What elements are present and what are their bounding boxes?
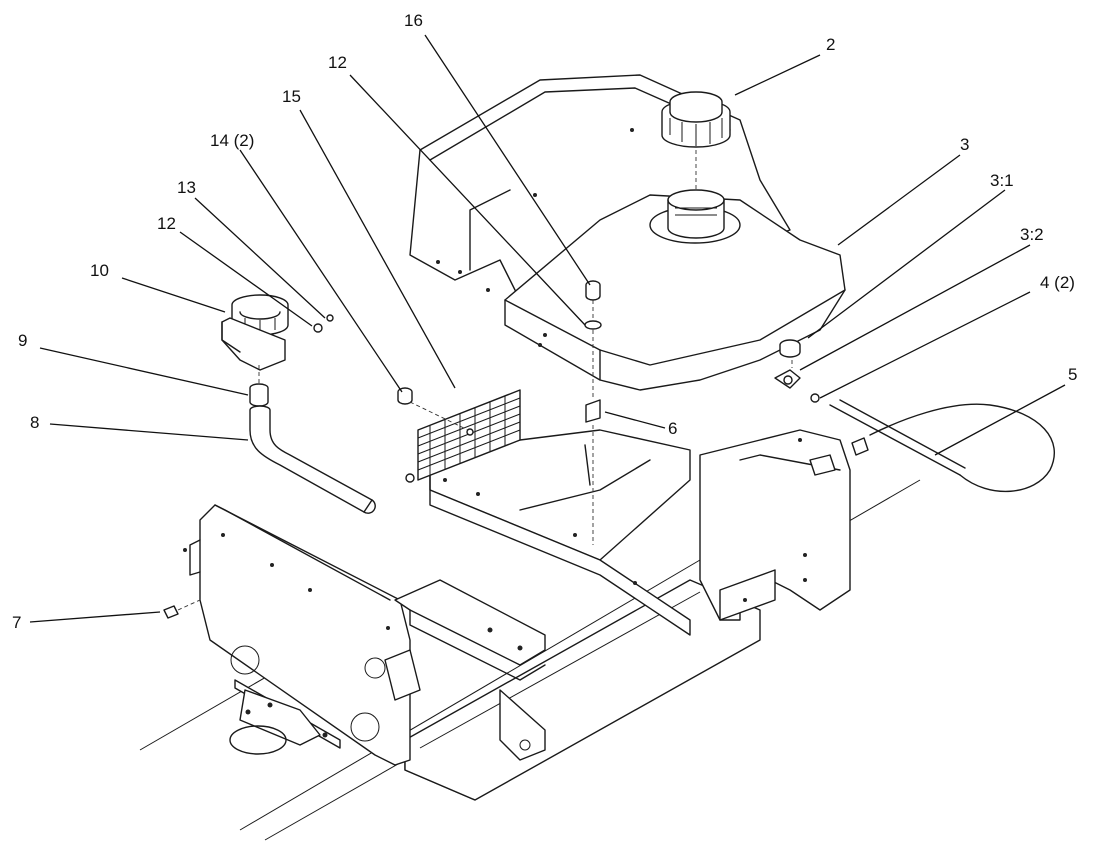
callout-labels: 16 2 12 15 14 (2) 3 13 3:1 12 3:2 10 4 (… xyxy=(12,11,1077,632)
tank-fittings xyxy=(774,339,820,403)
fuel-line xyxy=(809,399,1055,493)
callout-6: 6 xyxy=(668,419,677,438)
cross-brace-plate xyxy=(394,579,546,681)
callout-13: 13 xyxy=(177,178,196,197)
callout-3_2: 3:2 xyxy=(1020,225,1044,244)
callout-16: 16 xyxy=(404,11,423,30)
leader-10 xyxy=(121,277,226,313)
callout-3_1: 3:1 xyxy=(990,171,1014,190)
callout-12a: 12 xyxy=(328,53,347,72)
leader-16 xyxy=(424,34,591,286)
leader-9 xyxy=(39,347,249,396)
leader-15 xyxy=(299,109,456,389)
callout-15: 15 xyxy=(282,87,301,106)
callout-12b: 12 xyxy=(157,214,176,233)
leader-7 xyxy=(29,611,161,623)
oil-filler-assembly xyxy=(221,294,376,514)
callout-10: 10 xyxy=(90,261,109,280)
leader-4 xyxy=(819,291,1031,399)
leader-6 xyxy=(604,411,666,429)
leader-13 xyxy=(194,197,326,319)
fuel-cap xyxy=(661,91,731,190)
callout-4: 4 (2) xyxy=(1040,273,1075,292)
screen-grille xyxy=(397,387,521,483)
leader-3_2 xyxy=(799,244,1031,371)
leader-5 xyxy=(934,384,1066,456)
leader-12a xyxy=(349,74,586,326)
leader-3 xyxy=(837,154,961,246)
callout-5: 5 xyxy=(1068,365,1077,384)
leader-14 xyxy=(239,149,403,393)
tank-strap xyxy=(584,330,601,545)
floor-plate xyxy=(229,689,328,755)
callout-7: 7 xyxy=(12,613,21,632)
callout-14: 14 (2) xyxy=(210,131,254,150)
tank-bolt xyxy=(584,280,602,330)
main-frame xyxy=(404,579,761,801)
tank-support-bracket xyxy=(429,429,691,636)
leader-lines xyxy=(29,34,1066,623)
leader-2 xyxy=(734,54,821,96)
bolt-7 xyxy=(163,599,201,619)
callout-2: 2 xyxy=(826,35,835,54)
callout-9: 9 xyxy=(18,331,27,350)
fuel-tank xyxy=(504,189,846,391)
rear-fender xyxy=(699,429,851,621)
leader-3_1 xyxy=(807,189,1006,339)
callout-8: 8 xyxy=(30,413,39,432)
callout-3: 3 xyxy=(960,135,969,154)
leader-8 xyxy=(49,423,249,441)
leader-12b xyxy=(179,231,313,327)
